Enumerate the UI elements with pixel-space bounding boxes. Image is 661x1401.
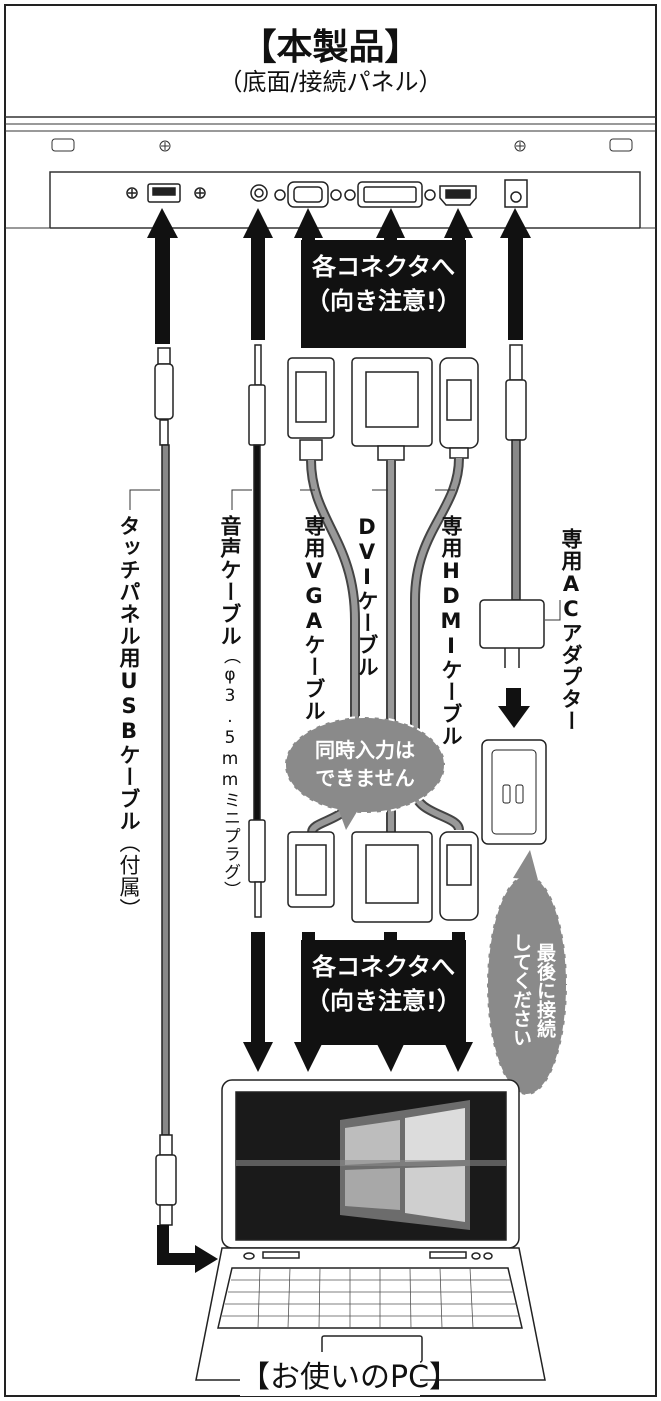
hdmi-port — [439, 185, 477, 206]
vga-port — [287, 181, 329, 208]
usb-cable — [161, 444, 170, 1136]
product-title: 【本製品】 — [240, 27, 421, 68]
bubble-simultaneous-line1: 同時入力は — [315, 738, 415, 762]
audio-cable-note: （φ3.5mmミニプラグ） — [220, 647, 240, 899]
pc-label: 【お使いのPC】 — [240, 1352, 459, 1396]
usb-l-arrow — [157, 1225, 218, 1273]
cables — [154, 344, 545, 1136]
laptop — [195, 1079, 546, 1381]
screw-icon — [126, 187, 138, 199]
ac-outlet-group — [481, 688, 547, 845]
screw-icon — [194, 187, 206, 199]
usb-cable-note: （付属） — [117, 832, 141, 920]
usb-bottom — [155, 1134, 177, 1226]
usb-plug — [154, 363, 174, 420]
bottom-banner-line1: 各コネクタへ — [311, 953, 456, 981]
top-banner: 各コネクタへ （向き注意!） — [301, 250, 466, 318]
ac-cable — [511, 439, 521, 601]
bottom-banner: 各コネクタへ （向き注意!） — [301, 950, 466, 1018]
product-subtitle: （底面/接続パネル） — [218, 68, 443, 96]
vga-cable-label: 専用VGAケーブル — [302, 515, 326, 722]
ac-adapter — [479, 599, 545, 649]
audio-plug-bottom — [248, 819, 266, 883]
wall-outlet — [481, 739, 547, 845]
bubble-connect-last-line2: してください — [510, 933, 532, 1047]
ac-adapter-label: 専用ACアダプター — [559, 528, 583, 732]
panel-ports — [126, 179, 528, 208]
bubble-simultaneous — [284, 716, 446, 814]
dc-in-port — [504, 179, 528, 208]
bubble-connect-last-line1: 最後に接続 — [534, 942, 556, 1038]
ac-plug — [505, 379, 527, 441]
product-panel — [5, 116, 656, 229]
up-arrows — [147, 208, 531, 344]
leader-lines — [129, 489, 561, 621]
audio-cable-label-text: 音声ケーブル — [218, 515, 242, 647]
hdmi-cable-label: 専用HDMIケーブル — [439, 515, 463, 747]
usb-cable-label: タッチパネル用USBケーブル（付属） — [117, 515, 141, 920]
dvi-cable-label: DVIケーブル — [355, 515, 379, 678]
audio-cable — [253, 444, 261, 821]
audio-jack — [250, 184, 268, 202]
bubble-simultaneous-line2: できません — [315, 766, 415, 790]
top-banner-line1: 各コネクタへ — [311, 253, 456, 281]
dvi-port — [357, 181, 423, 208]
bubble-connect-last-text: 最後に接続 してください — [497, 895, 557, 1085]
top-banner-line2: （向き注意!） — [306, 287, 461, 315]
usb-port — [147, 183, 181, 203]
bubble-simultaneous-text: 同時入力は できません — [295, 736, 435, 792]
usb-cable-label-text: タッチパネル用USBケーブル — [117, 515, 141, 832]
audio-plug-top — [248, 384, 266, 446]
bottom-banner-line2: （向き注意!） — [306, 987, 461, 1015]
usb-plug-bottom — [155, 1154, 177, 1206]
audio-cable-label: 音声ケーブル（φ3.5mmミニプラグ） — [218, 515, 242, 899]
